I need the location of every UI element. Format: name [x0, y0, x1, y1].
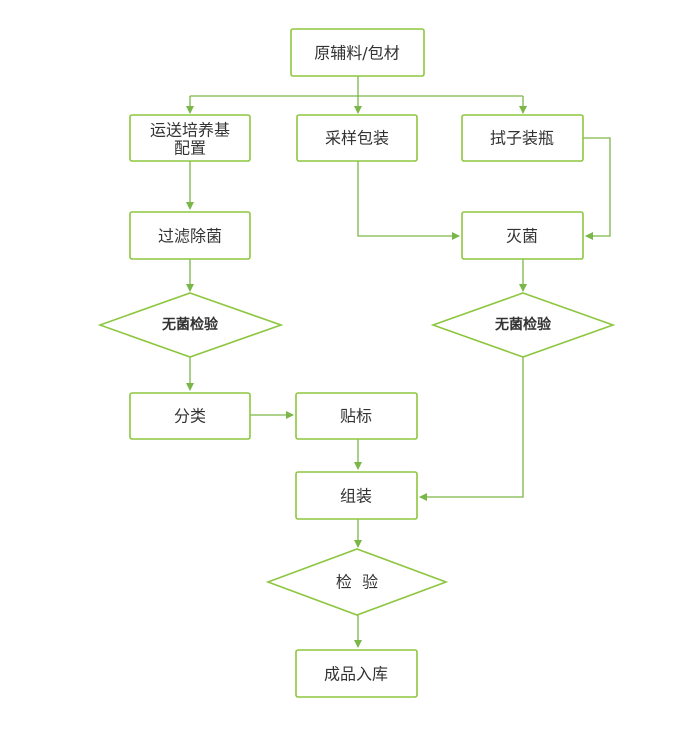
edge-swab-to-sterilization	[583, 137, 611, 240]
node-raw-materials: 原辅料/包材	[290, 28, 425, 77]
node-sterility-test-left-label: 无菌检验	[161, 316, 219, 333]
node-inspection-label: 检 验	[336, 573, 378, 592]
node-sterility-test-right: 无菌检验	[430, 292, 616, 358]
node-filter-sterilize: 过滤除菌	[129, 211, 251, 260]
node-warehousing-label: 成品入库	[324, 665, 388, 684]
node-labeling: 贴标	[295, 392, 418, 440]
node-sterility-test-left: 无菌检验	[97, 292, 284, 358]
node-classification-label: 分类	[174, 407, 206, 426]
node-medium-prep: 运送培养基 配置	[129, 114, 251, 162]
node-sterility-test-right-label: 无菌检验	[494, 316, 552, 333]
node-swab-bottling: 拭子装瓶	[461, 114, 584, 162]
edge-raw-to-split	[190, 76, 523, 97]
node-warehousing: 成品入库	[295, 649, 418, 698]
node-assembly: 组装	[295, 471, 418, 520]
node-sterilization-label: 灭菌	[506, 227, 538, 246]
node-inspection: 检 验	[265, 548, 449, 616]
node-assembly-label: 组装	[340, 487, 372, 506]
node-classification: 分类	[129, 392, 251, 440]
node-medium-prep-label-line2: 配置	[174, 139, 206, 158]
node-medium-prep-label-line1: 运送培养基	[150, 121, 230, 140]
node-sampling-packaging-label: 采样包装	[325, 129, 389, 148]
node-raw-materials-label: 原辅料/包材	[314, 44, 399, 63]
node-sterilization: 灭菌	[461, 211, 584, 260]
node-labeling-label: 贴标	[340, 407, 372, 426]
node-swab-bottling-label: 拭子装瓶	[490, 129, 554, 148]
edge-sampling-to-sterilization	[357, 161, 460, 240]
connectors	[186, 76, 611, 648]
edge-test-right-to-assembly	[419, 357, 524, 501]
node-sampling-packaging: 采样包装	[296, 114, 418, 162]
node-filter-sterilize-label: 过滤除菌	[158, 227, 222, 246]
